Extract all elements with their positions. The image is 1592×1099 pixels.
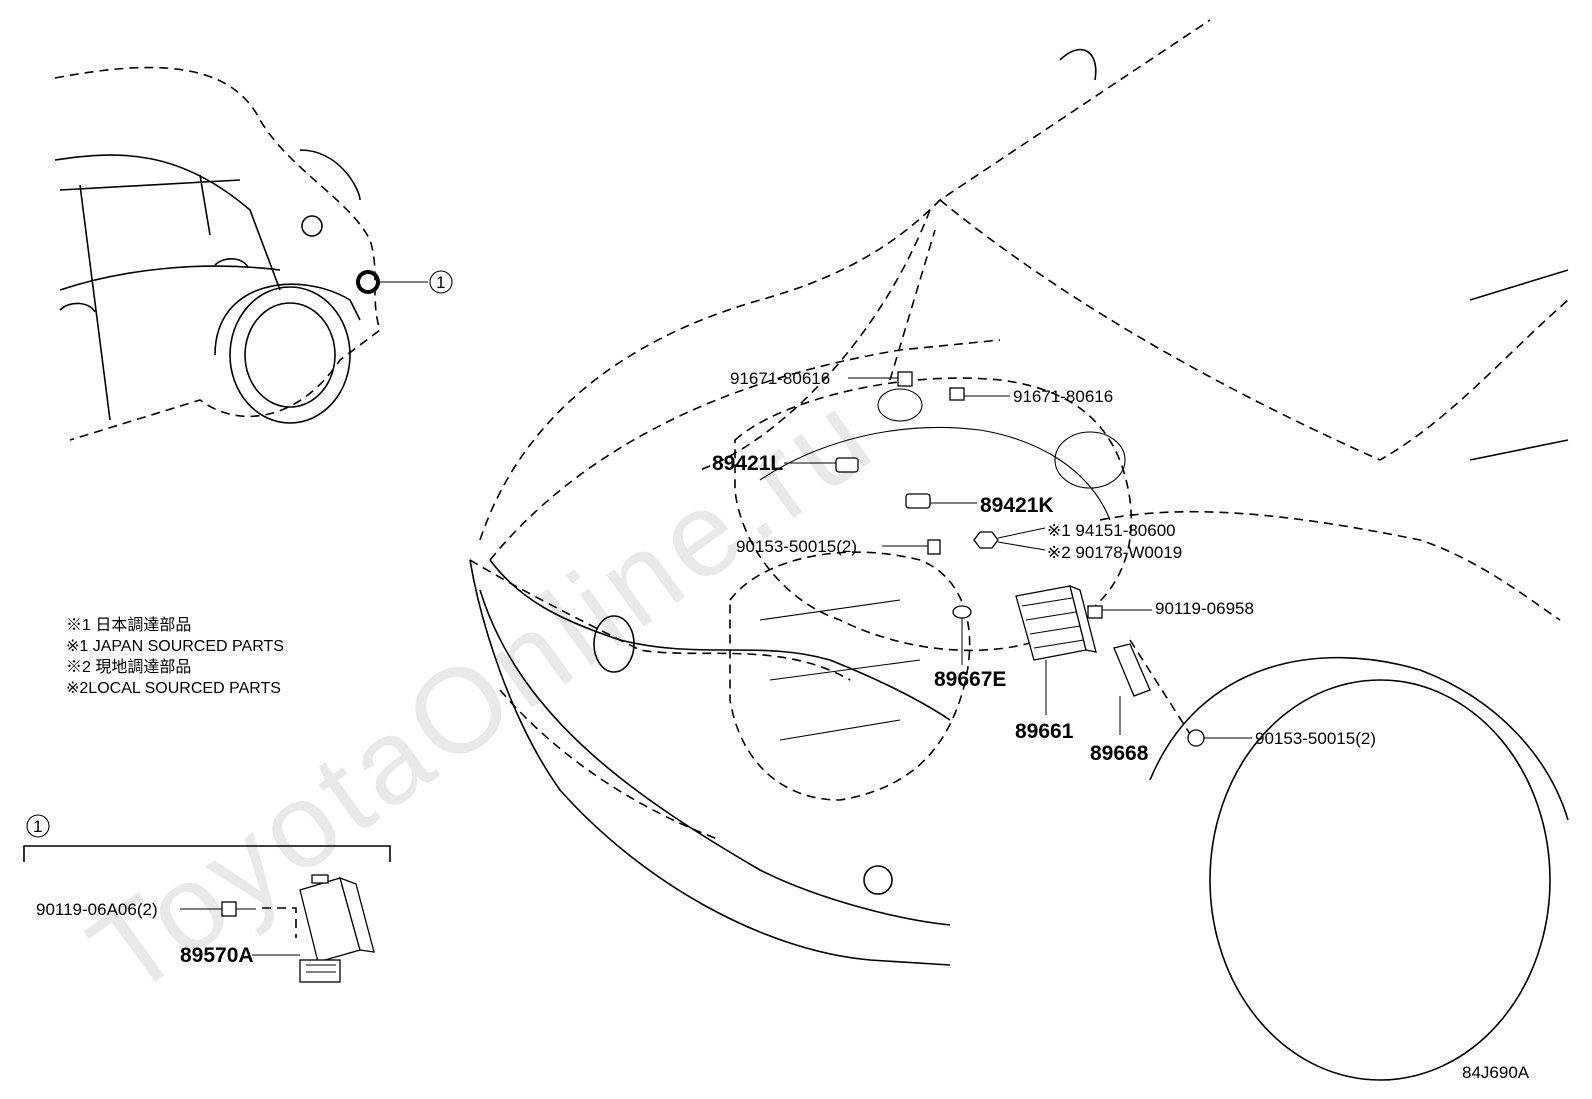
part-bolt-90153-a <box>882 539 941 555</box>
note-1-en: ※1 JAPAN SOURCED PARTS <box>66 638 284 655</box>
callout-1-top: 1 <box>436 273 445 292</box>
label-89421K: 89421K <box>980 494 1054 517</box>
note-1-jp: ※1 日本調達部品 <box>66 616 191 634</box>
front-car-illustration <box>469 19 1569 1081</box>
label-90153-50015-a: 90153-50015(2) <box>736 537 857 556</box>
part-sensor-89421L <box>784 457 859 473</box>
part-sensor-89421K <box>905 493 977 509</box>
label-89661: 89661 <box>1015 720 1074 743</box>
callout-1-detail: 1 <box>33 817 42 836</box>
label-89667E: 89667E <box>934 668 1006 691</box>
label-90178-W0019: ※2 90178-W0019 <box>1047 543 1182 562</box>
label-91671-80616-b: 91671-80616 <box>1013 387 1113 406</box>
label-91671-80616-a: 91671-80616 <box>730 369 830 388</box>
detail-callout-1: 1 <box>23 814 391 983</box>
part-bracket-89667E <box>952 605 972 665</box>
diagram-code: 84J690A <box>1462 1063 1530 1082</box>
part-bolt-91671-a <box>848 371 913 387</box>
label-90119-06A06: 90119-06A06(2) <box>36 900 158 919</box>
part-bracket-89668 <box>1113 643 1151 735</box>
rear-car-illustration: 1 <box>54 66 453 441</box>
label-94151-80600: ※1 94151-80600 <box>1047 521 1176 540</box>
part-nut-94151 <box>973 527 1046 551</box>
label-90153-50015-b: 90153-50015(2) <box>1255 729 1376 748</box>
label-89668: 89668 <box>1090 742 1149 765</box>
note-2-jp: ※2 現地調達部品 <box>66 658 191 676</box>
sensor-location-marker <box>356 270 380 294</box>
label-89421L: 89421L <box>712 452 783 475</box>
part-ecu-89661 <box>1015 584 1097 715</box>
label-90119-06958: 90119-06958 <box>1155 599 1254 618</box>
part-bolt-90119-06958 <box>1087 605 1152 619</box>
part-bolt-90153-b <box>1129 639 1252 747</box>
label-89570A: 89570A <box>180 944 254 967</box>
part-bolt-91671-b <box>949 387 1010 401</box>
note-2-en: ※2LOCAL SOURCED PARTS <box>66 680 281 697</box>
